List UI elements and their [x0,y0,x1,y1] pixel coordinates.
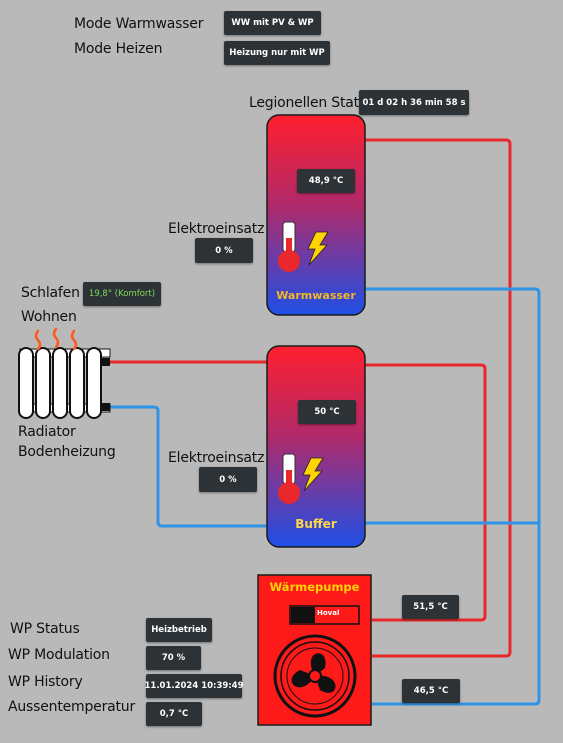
fan-icon [273,634,357,718]
warmwasser-elektro-label: Elektroeinsatz [168,221,265,237]
mode-heizen-label: Mode Heizen [74,41,163,57]
heatpump-supply-temp: 51,5 °C [402,595,459,619]
thermometer-icon [278,453,300,504]
lightning-icon [302,457,324,492]
legionellen-value: 01 d 02 h 36 min 58 s [359,90,469,115]
heatpump-brand: Hoval [317,609,340,617]
buffer-elektro-label: Elektroeinsatz [168,450,265,466]
wp-history-label: WP History [8,674,83,690]
legionellen-label: Legionellen Stat [249,95,359,111]
buffer-temperature: 50 °C [298,400,356,424]
heatpump-return-temp: 46,5 °C [402,679,460,703]
warmwasser-temperature: 48,9 °C [297,169,355,193]
ww-supply-pipe [365,138,512,658]
wp-status-label: WP Status [10,621,80,637]
buffer-elektro-value: 0 % [199,467,257,492]
mode-warmwasser-value[interactable]: WW mit PV & WP [224,11,321,35]
heatpump-title: Wärmepumpe [269,580,360,594]
ww-return-pipe [365,287,541,706]
wohnen-label: Wohnen [21,309,77,325]
schlafen-value: 19,8° (Komfort) [83,282,161,306]
radiator-icon [18,347,111,419]
wp-modulation-label: WP Modulation [8,647,110,663]
radiator-return-pipe [110,405,268,528]
wp-status-value: Heizbetrieb [146,618,212,642]
buffer-tank-label: Buffer [295,517,337,531]
buffer-supply-pipe [365,363,487,622]
aussentemperatur-value: 0,7 °C [146,702,202,726]
radiator-label: Radiator [18,424,76,440]
warmwasser-tank-label: Warmwasser [276,289,356,302]
schlafen-label: Schlafen [21,285,80,301]
warmwasser-elektro-value: 0 % [195,238,253,263]
bodenheizung-label: Bodenheizung [18,444,116,460]
thermometer-icon [278,221,300,272]
aussentemperatur-label: Aussentemperatur [8,699,136,715]
lightning-icon [307,231,329,266]
hot-pipes [110,138,512,658]
warmwasser-tank [266,114,366,316]
heat-waves-icon [34,327,78,351]
wp-modulation-value: 70 % [146,646,201,670]
mode-heizen-value[interactable]: Heizung nur mit WP [224,41,330,65]
mode-warmwasser-label: Mode Warmwasser [74,16,204,32]
cold-pipes [110,287,541,706]
wp-history-value: 11.01.2024 10:39:49 [144,674,244,698]
